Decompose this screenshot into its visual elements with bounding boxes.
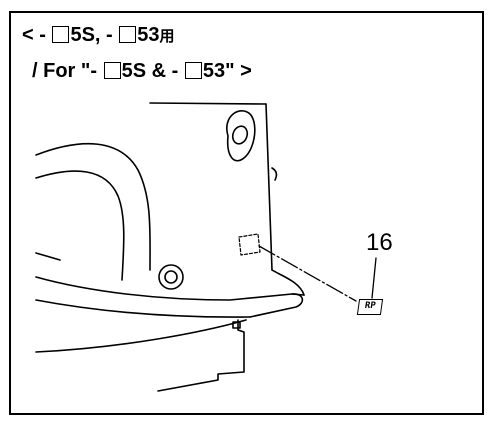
heading-prefix: / For "- [32, 60, 103, 82]
base-lower-line [35, 319, 247, 353]
panel-top-edge [149, 102, 267, 105]
heading-model-a: 5S, - [70, 24, 119, 46]
heading-model-b-en: 53" > [202, 60, 252, 82]
mounting-lug [226, 110, 256, 162]
model-placeholder-box [103, 62, 121, 79]
base-top-line [35, 276, 304, 318]
heading-model-b: 53 [137, 24, 160, 46]
leader-line [258, 245, 357, 302]
cover-outer-curve [35, 142, 151, 271]
bottom-bracket-tab [232, 321, 241, 329]
panel-right-edge [265, 103, 273, 271]
foot-inner [164, 270, 178, 284]
model-placeholder-box [52, 26, 70, 43]
cover-inner-curve [35, 170, 125, 281]
heading-line-2: / For "- 5S & - 53" > [32, 61, 252, 81]
foot-outer [158, 264, 184, 290]
model-placeholder-box [119, 26, 137, 43]
heading-line-1: < - 5S, - 53用 [22, 25, 175, 45]
cover-bottom-line [35, 252, 61, 261]
base-edge-detail [291, 293, 305, 296]
callout-leader [371, 257, 377, 299]
model-placeholder-box [184, 62, 202, 79]
callout-number: 16 [366, 229, 393, 256]
panel-notch [271, 167, 278, 181]
rp-label-sticker: RP [356, 299, 384, 315]
mounting-lug-hole [231, 125, 249, 145]
base-front-line [35, 299, 251, 318]
heading-model-a-en: 5S & - [121, 60, 184, 82]
base-right-slope [271, 269, 305, 296]
heading-open: < - [22, 24, 52, 46]
heading-kanji: 用 [159, 28, 175, 45]
bottom-bracket [157, 319, 245, 392]
label-position-dashed [238, 233, 261, 256]
